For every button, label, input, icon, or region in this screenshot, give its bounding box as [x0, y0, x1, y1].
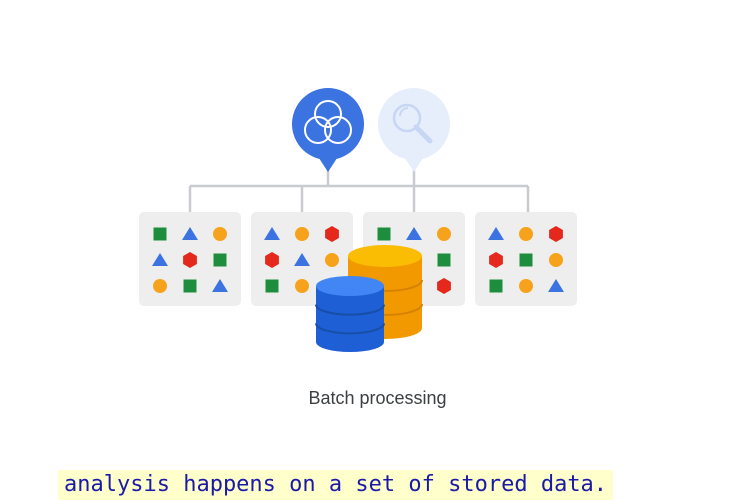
magnifier-icon — [378, 88, 450, 172]
circle-icon — [295, 279, 309, 293]
triangle-icon — [264, 227, 280, 240]
data-panel-1 — [139, 212, 241, 306]
data-panel-4 — [475, 212, 577, 306]
hexagon-icon — [265, 252, 279, 268]
square-icon — [183, 279, 197, 293]
hexagon-icon — [549, 226, 563, 242]
triangle-icon — [294, 253, 310, 266]
database-front-cylinder — [315, 276, 385, 352]
connector-lines — [188, 168, 530, 212]
hexagon-icon — [325, 226, 339, 242]
circle-icon — [437, 227, 451, 241]
triangle-icon — [212, 279, 228, 292]
circle-icon — [325, 253, 339, 267]
square-icon — [153, 227, 167, 241]
triangle-icon — [488, 227, 504, 240]
database-cylinders-icon — [315, 245, 423, 352]
triangle-icon — [152, 253, 168, 266]
triangle-icon — [548, 279, 564, 292]
triangle-icon — [182, 227, 198, 240]
circle-icon — [519, 279, 533, 293]
square-icon — [377, 227, 391, 241]
subtitle-text: analysis happens on a set of stored data… — [58, 470, 614, 500]
circle-icon — [213, 227, 227, 241]
circle-icon — [153, 279, 167, 293]
speech-bubbles — [292, 88, 450, 172]
square-icon — [437, 253, 451, 267]
square-icon — [489, 279, 503, 293]
hexagon-icon — [183, 252, 197, 268]
square-icon — [265, 279, 279, 293]
circle-icon — [549, 253, 563, 267]
circle-icon — [295, 227, 309, 241]
diagram-caption: Batch processing — [308, 388, 447, 408]
square-icon — [519, 253, 533, 267]
venn-diagram-icon — [292, 88, 364, 172]
square-icon — [213, 253, 227, 267]
triangle-icon — [406, 227, 422, 240]
circle-icon — [519, 227, 533, 241]
hexagon-icon — [489, 252, 503, 268]
hexagon-icon — [437, 278, 451, 294]
